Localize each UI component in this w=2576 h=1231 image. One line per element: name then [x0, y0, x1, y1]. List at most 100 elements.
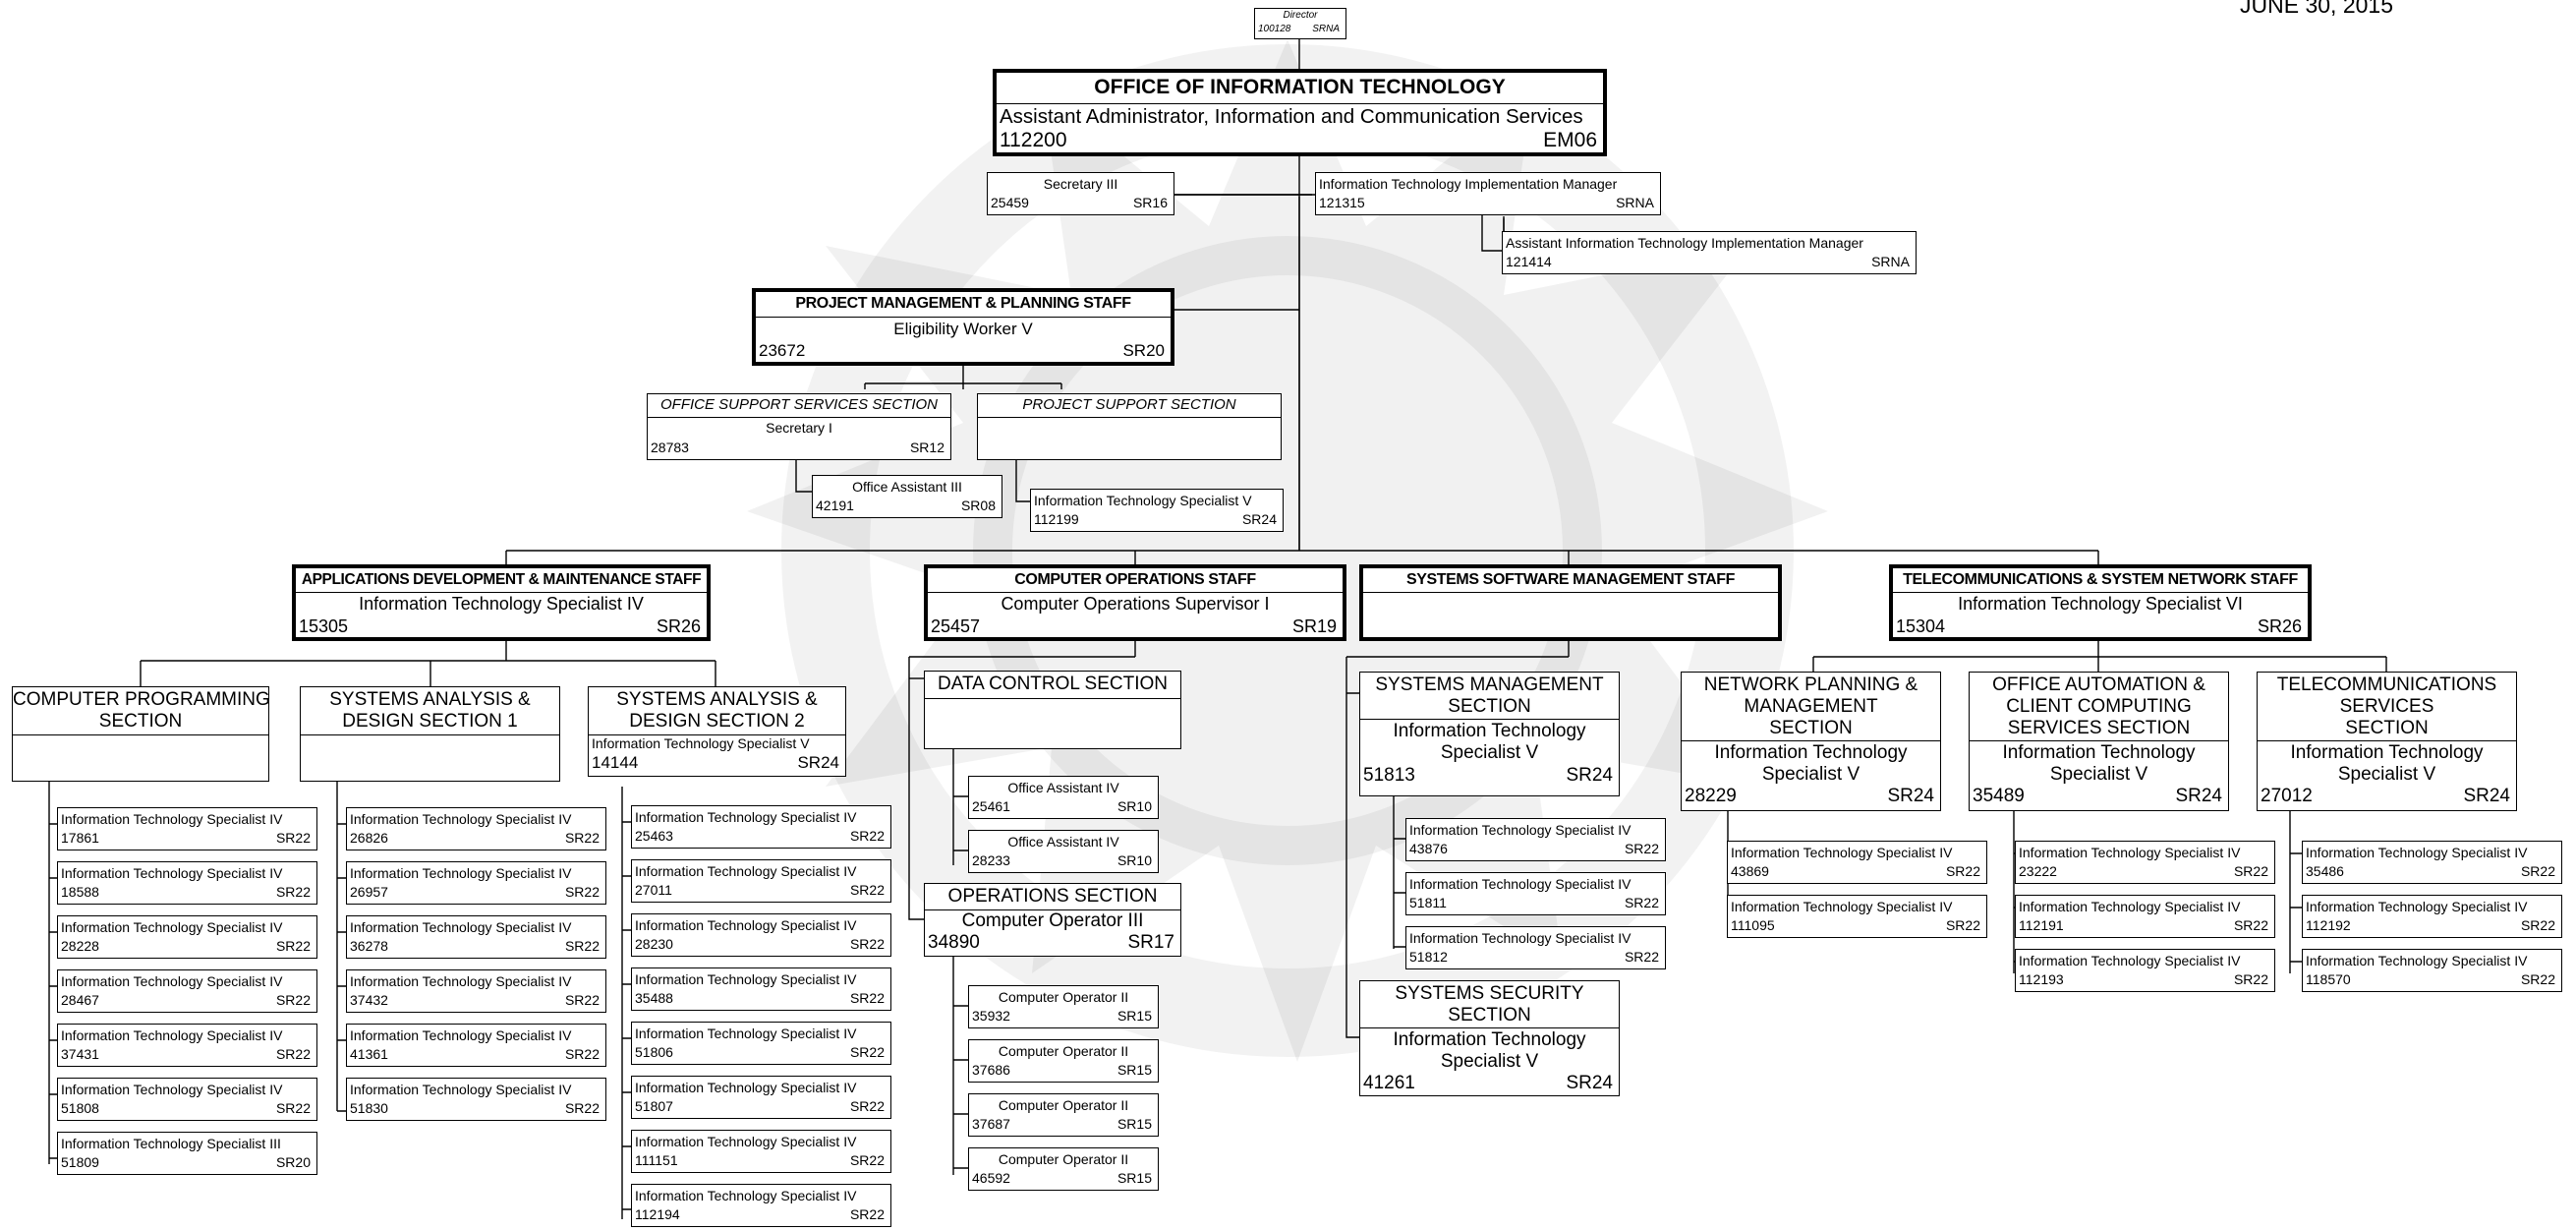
- sms-title1: Information Technology: [1393, 721, 1586, 741]
- position-grade: SR22: [849, 882, 885, 898]
- pmps-name: PROJECT MANAGEMENT & PLANNING STAFF: [795, 295, 1131, 312]
- sss-title1: Information Technology: [1393, 1029, 1586, 1050]
- position-grade: SR22: [2520, 917, 2555, 933]
- pss-box: PROJECT SUPPORT SECTION: [977, 393, 1282, 460]
- position-num: 26826: [350, 830, 388, 846]
- sss-box: SYSTEMS SECURITY SECTION Information Tec…: [1359, 980, 1620, 1096]
- position-title: Information Technology Specialist IV: [1731, 899, 1953, 914]
- cos-num: 25457: [931, 616, 981, 636]
- position-title: Information Technology Specialist IV: [2306, 899, 2528, 914]
- oaccs-name2: CLIENT COMPUTING: [2006, 696, 2192, 717]
- position-grade: SR22: [1624, 895, 1659, 910]
- position-title: Office Assistant IV: [1007, 834, 1119, 850]
- oaccs-box: OFFICE AUTOMATION & CLIENT COMPUTING SER…: [1969, 672, 2229, 811]
- position-grade: SR22: [849, 1044, 885, 1060]
- position-title: Information Technology Specialist IV: [1409, 876, 1631, 892]
- position-grade: SR22: [2520, 971, 2555, 987]
- position-num: 28467: [61, 992, 99, 1008]
- position-box: Information Technology Specialist IV 5181…: [1405, 872, 1666, 915]
- ssms-box: SYSTEMS SOFTWARE MANAGEMENT STAFF: [1359, 564, 1782, 641]
- position-grade: SR22: [849, 1206, 885, 1222]
- dcs-name: DATA CONTROL SECTION: [937, 674, 1168, 694]
- position-num: 112192: [2306, 917, 2351, 933]
- sads1-name1: SYSTEMS ANALYSIS &: [329, 689, 531, 710]
- position-title: Information Technology Specialist IV: [61, 973, 283, 989]
- position-grade: SR22: [564, 1100, 600, 1116]
- aitim-num: 121414: [1506, 254, 1552, 269]
- position-num: 37687: [972, 1116, 1010, 1132]
- oaccs-name1: OFFICE AUTOMATION &: [1992, 674, 2205, 695]
- ops-title: Computer Operator III: [961, 910, 1144, 931]
- pmps-box: PROJECT MANAGEMENT & PLANNING STAFF Elig…: [752, 288, 1174, 366]
- tcs-num: 27012: [2261, 786, 2313, 806]
- position-title: Information Technology Specialist IV: [1409, 822, 1631, 838]
- position-grade: SR15: [1116, 1008, 1152, 1024]
- position-num: 35486: [2306, 863, 2344, 879]
- adms-num: 15305: [299, 616, 349, 636]
- tcs-box: TELECOMMUNICATIONS SERVICES SECTION Info…: [2257, 672, 2517, 811]
- position-num: 23222: [2019, 863, 2057, 879]
- tsns-name: TELECOMMUNICATIONS & SYSTEM NETWORK STAF…: [1903, 571, 2298, 588]
- position-num: 51812: [1409, 949, 1448, 965]
- position-num: 51809: [61, 1154, 99, 1170]
- oss-name: OFFICE SUPPORT SERVICES SECTION: [660, 396, 938, 413]
- position-grade: SR15: [1116, 1116, 1152, 1132]
- sads2-name2: DESIGN SECTION 2: [629, 711, 805, 732]
- position-num: 37686: [972, 1062, 1010, 1078]
- position-num: 46592: [972, 1170, 1010, 1186]
- pss-name: PROJECT SUPPORT SECTION: [1022, 396, 1236, 413]
- position-title: Office Assistant IV: [1007, 780, 1119, 795]
- ops-name: OPERATIONS SECTION: [947, 886, 1158, 907]
- itsv-pss-num: 112199: [1034, 511, 1079, 527]
- position-grade: SR22: [275, 992, 311, 1008]
- tsns-box: TELECOMMUNICATIONS & SYSTEM NETWORK STAF…: [1889, 564, 2312, 641]
- sads2-grade: SR24: [797, 753, 839, 772]
- oa3-num: 42191: [816, 498, 854, 513]
- oss-grade: SR12: [909, 440, 945, 455]
- position-num: 37431: [61, 1046, 99, 1062]
- position-grade: SR22: [564, 830, 600, 846]
- oss-box: OFFICE SUPPORT SERVICES SECTION Secretar…: [647, 393, 951, 460]
- ops-box: OPERATIONS SECTION Computer Operator III…: [924, 883, 1181, 957]
- position-grade: SR22: [1624, 949, 1659, 965]
- office-grade: EM06: [1543, 129, 1597, 151]
- pmps-num: 23672: [759, 341, 806, 360]
- position-num: 51807: [635, 1098, 673, 1114]
- position-grade: SR15: [1116, 1170, 1152, 1186]
- position-num: 37432: [350, 992, 388, 1008]
- office-box: OFFICE OF INFORMATION TECHNOLOGY Assista…: [993, 69, 1607, 156]
- sads2-name1: SYSTEMS ANALYSIS &: [616, 689, 818, 710]
- npms-num: 28229: [1685, 786, 1737, 806]
- sss-title2: Specialist V: [1440, 1051, 1539, 1072]
- position-num: 51811: [1409, 895, 1447, 910]
- position-num: 41361: [350, 1046, 388, 1062]
- position-grade: SR22: [275, 1046, 311, 1062]
- secretary-num: 25459: [991, 195, 1029, 210]
- oa3-box: Office Assistant III 42191 SR08: [812, 475, 1002, 518]
- tcs-name1: TELECOMMUNICATIONS: [2276, 674, 2497, 695]
- position-title: Information Technology Specialist IV: [2019, 953, 2241, 968]
- sms-box: SYSTEMS MANAGEMENT SECTION Information T…: [1359, 672, 1620, 796]
- ssms-name: SYSTEMS SOFTWARE MANAGEMENT STAFF: [1405, 571, 1736, 588]
- position-title: Information Technology Specialist IV: [635, 971, 857, 987]
- aitim-title: Assistant Information Technology Impleme…: [1506, 235, 1863, 251]
- position-grade: SR15: [1116, 1062, 1152, 1078]
- position-title: Information Technology Specialist IV: [635, 1026, 857, 1041]
- aitim-grade: SRNA: [1871, 254, 1910, 269]
- itsv-pss-title: Information Technology Specialist V: [1034, 493, 1252, 508]
